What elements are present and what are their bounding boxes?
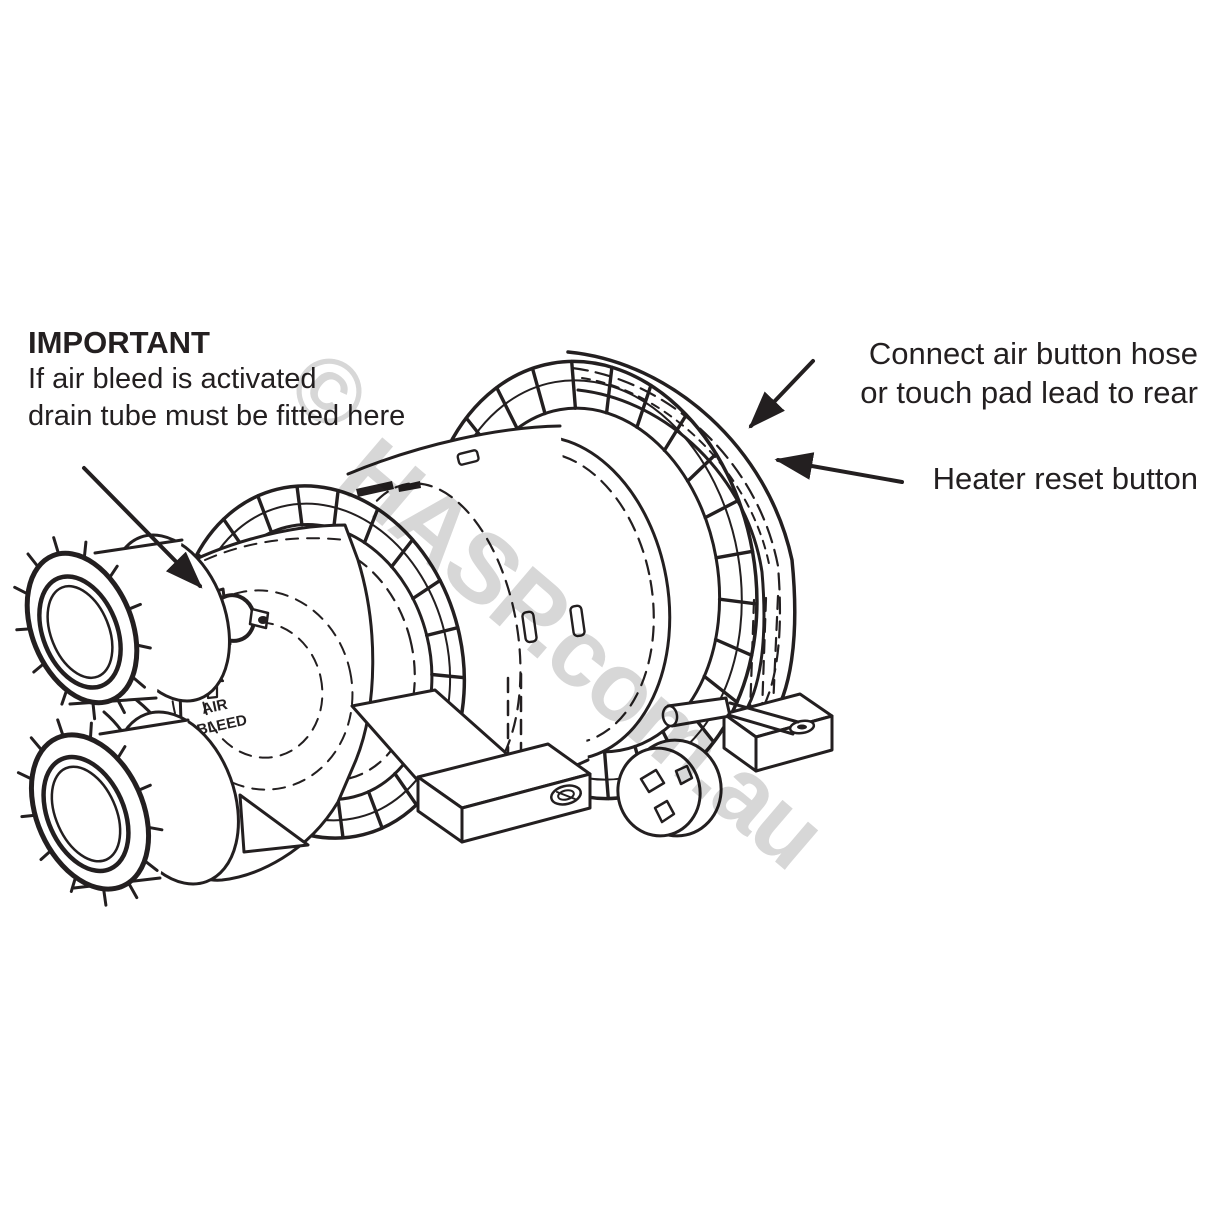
motor-seam-strip bbox=[356, 481, 394, 497]
bracket-brace bbox=[238, 793, 310, 854]
plug-pin-slot bbox=[639, 768, 666, 794]
air-button-note-line1: Connect air button hose bbox=[868, 336, 1198, 371]
plug-pin-slot bbox=[674, 764, 694, 786]
arrow-drain-tube bbox=[82, 466, 203, 589]
air-button-note: Connect air button hose or touch pad lea… bbox=[860, 334, 1198, 412]
air-hose-conduit bbox=[566, 350, 797, 724]
heater-reset-note: Heater reset button bbox=[933, 461, 1198, 497]
air-bleed-emboss-line1: AIR bbox=[200, 696, 229, 718]
important-note: IMPORTANT If air bleed is activated drai… bbox=[28, 324, 405, 435]
motor-tab bbox=[569, 604, 586, 638]
mounting-bracket bbox=[238, 672, 592, 854]
bracket-screw bbox=[550, 784, 582, 806]
arrow-air-button bbox=[748, 359, 815, 429]
plug-pin-slot bbox=[653, 799, 676, 824]
motor-clip bbox=[456, 449, 480, 466]
important-note-title: IMPORTANT bbox=[28, 325, 210, 360]
air-button-note-line2: or touch pad lead to rear bbox=[860, 375, 1198, 410]
heater-reset-label: Heater reset button bbox=[932, 461, 1198, 496]
arrow-heater-reset bbox=[774, 452, 904, 484]
motor-tab bbox=[521, 610, 538, 644]
power-cord bbox=[661, 696, 800, 736]
motor-seam-strip bbox=[398, 481, 421, 492]
union-nut-top bbox=[13, 533, 231, 721]
callout-arrows bbox=[82, 359, 904, 589]
union-nut-bottom bbox=[16, 710, 240, 907]
important-note-line1: If air bleed is activated bbox=[28, 363, 317, 395]
bracket-foot-side bbox=[416, 775, 464, 844]
power-plug bbox=[616, 738, 723, 838]
important-note-line2: drain tube must be fitted here bbox=[28, 400, 406, 432]
